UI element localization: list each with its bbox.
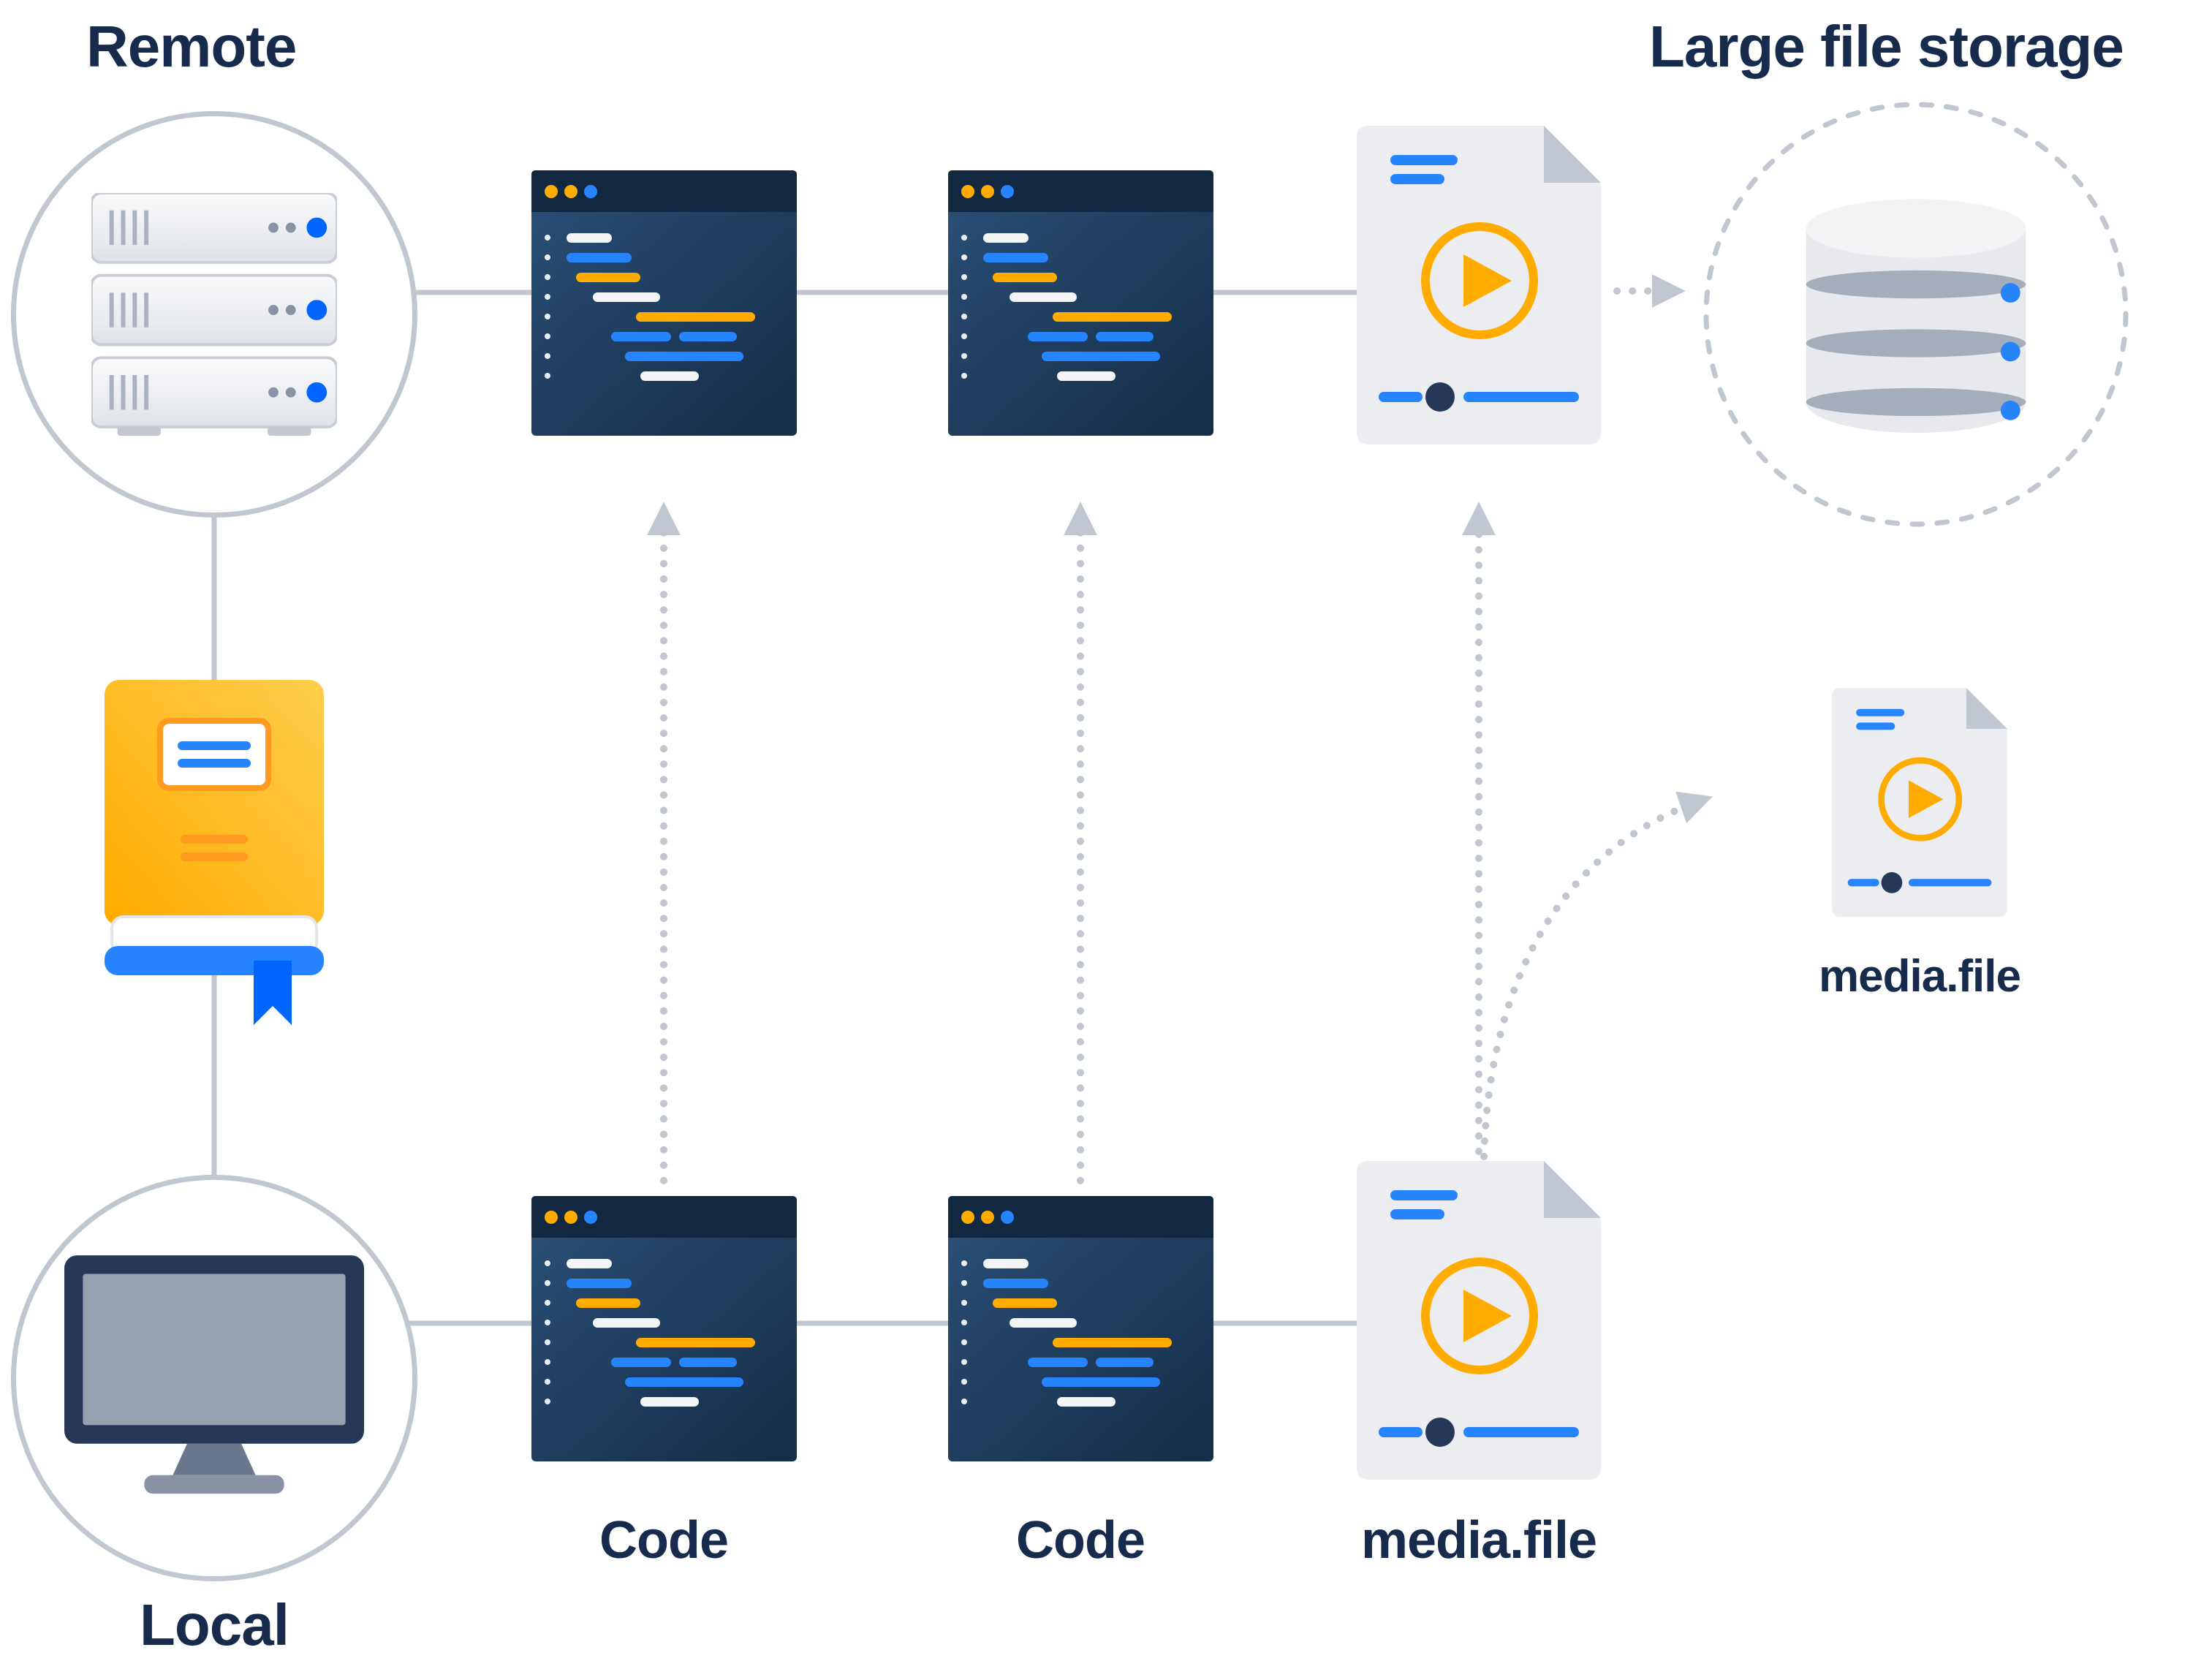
code-window-remote-1 bbox=[531, 170, 797, 436]
server-icon bbox=[91, 193, 337, 436]
repository-book bbox=[105, 680, 324, 1025]
code-window-icon bbox=[531, 170, 797, 436]
play-icon bbox=[1463, 254, 1512, 307]
play-circle-icon bbox=[1421, 1257, 1538, 1374]
traffic-dots-icon bbox=[961, 185, 1014, 198]
code-label-2: Code bbox=[1016, 1511, 1145, 1570]
storage-label: Large file storage bbox=[1649, 14, 2124, 79]
media-file-icon bbox=[1832, 688, 2007, 917]
window-titlebar bbox=[948, 1196, 1213, 1238]
book-icon bbox=[105, 680, 324, 1025]
window-titlebar bbox=[531, 1196, 797, 1238]
media-file-standalone bbox=[1832, 688, 2007, 917]
code-window-remote-2 bbox=[948, 170, 1213, 436]
code-lines bbox=[983, 1259, 1172, 1407]
play-icon bbox=[1908, 780, 1944, 819]
media-file-remote bbox=[1357, 126, 1601, 444]
window-titlebar bbox=[948, 170, 1213, 212]
bookmark-icon bbox=[254, 961, 292, 1025]
play-icon bbox=[1463, 1290, 1512, 1342]
large-file-storage-node bbox=[1800, 197, 2031, 439]
window-titlebar bbox=[531, 170, 797, 212]
server-unit-2 bbox=[91, 273, 337, 347]
code-lines bbox=[983, 233, 1172, 381]
progress-bar bbox=[1379, 382, 1579, 412]
playhead-dot bbox=[1881, 871, 1903, 893]
code-window-local-1 bbox=[531, 1196, 797, 1461]
page-fold-icon bbox=[1966, 688, 2007, 729]
gutter-dots bbox=[961, 1260, 967, 1404]
media-file-icon bbox=[1357, 126, 1601, 444]
gutter-dots bbox=[545, 235, 550, 379]
media-file-local bbox=[1357, 1161, 1601, 1480]
traffic-dots-icon bbox=[545, 1211, 597, 1224]
media-branch-arrow bbox=[1480, 791, 1713, 1160]
traffic-dots-icon bbox=[545, 185, 597, 198]
gutter-dots bbox=[961, 235, 967, 379]
code-lines bbox=[567, 1259, 755, 1407]
database-icon bbox=[1806, 199, 2026, 434]
gutter-dots bbox=[545, 1260, 550, 1404]
media-file-label-right: media.file bbox=[1819, 951, 2021, 1002]
progress-bar bbox=[1379, 1418, 1579, 1447]
playhead-dot bbox=[1425, 1418, 1455, 1447]
server-unit-3 bbox=[91, 356, 337, 429]
play-circle-icon bbox=[1421, 222, 1538, 339]
progress-bar bbox=[1847, 871, 1992, 893]
server-unit-1 bbox=[91, 193, 337, 264]
local-label: Local bbox=[140, 1592, 289, 1657]
code-window-icon bbox=[531, 1196, 797, 1461]
page-fold-icon bbox=[1544, 126, 1601, 183]
storage-dashed-circle bbox=[1703, 102, 2129, 527]
code-window-icon bbox=[948, 1196, 1213, 1461]
play-circle-icon bbox=[1878, 757, 1963, 841]
traffic-dots-icon bbox=[961, 1211, 1014, 1224]
remote-label: Remote bbox=[86, 14, 297, 79]
book-title-plate bbox=[157, 718, 271, 791]
page-fold-icon bbox=[1544, 1161, 1601, 1218]
media-file-label-bottom: media.file bbox=[1360, 1511, 1597, 1570]
playhead-dot bbox=[1425, 382, 1455, 412]
media-file-icon bbox=[1357, 1161, 1601, 1480]
local-node bbox=[11, 1175, 417, 1581]
code-window-icon bbox=[948, 170, 1213, 436]
remote-node bbox=[11, 111, 417, 518]
monitor-icon bbox=[64, 1255, 364, 1494]
code-label-1: Code bbox=[599, 1511, 729, 1570]
code-lines bbox=[567, 233, 755, 381]
code-window-local-2 bbox=[948, 1196, 1213, 1461]
